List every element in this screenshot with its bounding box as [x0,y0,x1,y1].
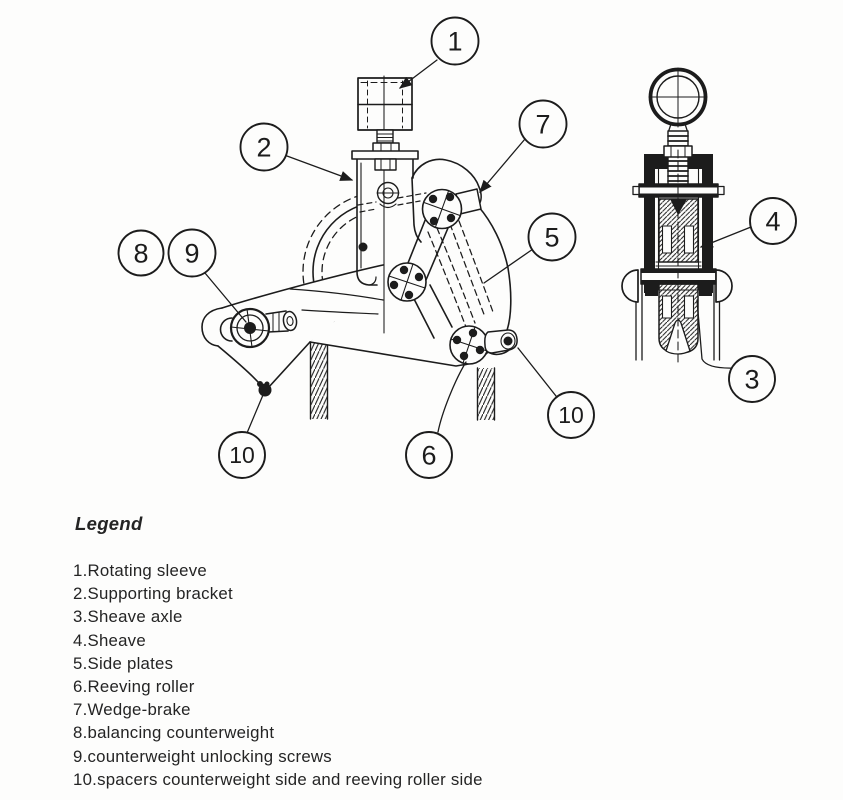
spacer-reeving-side [484,329,518,354]
pivot-bolt [376,181,400,209]
legend-title: Legend [75,513,143,534]
side-view [621,67,733,365]
legend-item: 9.counterweight unlocking screws [73,746,332,766]
rope-path-dashed [427,220,494,328]
bracket-bolt-dot [358,242,368,252]
legend-item: 5.Side plates [73,653,174,673]
spacer-counterweight-side [257,381,272,397]
suspension-ring [648,67,708,134]
center-roller-bolts [389,265,424,300]
callout-number: 1 [447,27,462,57]
callout-leader-3 [696,299,736,369]
center-roller [387,262,427,302]
rope-reeving-side [476,367,496,421]
callout-leader-4 [699,226,752,248]
reeving-roller [449,325,489,365]
legend-item: 8.balancing counterweight [73,723,275,743]
reeving-roller-bolts [452,328,485,361]
wedge-brake-assembly [421,188,482,230]
bracket-top-plate [351,150,419,160]
legend-item: 2.Supporting bracket [73,584,233,604]
counterweight-screw [219,307,298,349]
callout-number: 5 [544,223,559,253]
callout-number: 9 [184,239,199,269]
callout-leader-5 [483,248,534,284]
legend-items: 1.Rotating sleeve 2.Supporting bracket 3… [73,559,673,791]
callout-number: 8 [133,239,148,269]
callout-number: 4 [765,207,780,237]
callout-2: 2 [239,122,289,172]
supporting-bracket [356,158,414,286]
callout-10-left: 10 [218,431,266,479]
callout-leader-10-left [246,394,264,434]
front-view [201,75,518,421]
legend-item: 3.Sheave axle [73,607,183,627]
legend-item: 10.spacers counterweight side and reevin… [73,769,483,789]
callout-leader-1 [398,59,438,89]
wedge-brake-bolts [428,192,456,226]
callout-1: 1 [430,16,480,66]
legend-item: 7.Wedge-brake [73,700,191,720]
callout-number: 7 [535,110,550,140]
roller-links [405,217,453,339]
callout-number: 3 [744,365,759,395]
callout-number: 6 [421,441,436,471]
callout-3: 3 [728,355,776,403]
rope-counterweight-side [309,337,329,420]
callout-leader-2 [286,155,354,181]
callout-6: 6 [405,431,453,479]
callout-8: 8 [117,229,165,277]
side-rollers [621,269,733,303]
callout-leader-7 [479,138,526,193]
callout-9: 9 [167,228,217,278]
callout-leader-6 [437,361,467,433]
callout-5: 5 [527,212,577,262]
callout-leader-9 [204,272,247,323]
callout-10-right: 10 [547,391,595,439]
side-plate-edges [635,283,721,361]
callouts: 1 2 7 5 8 9 10 [117,16,797,479]
callout-leader-10-right [517,347,557,397]
callout-number: 2 [256,133,271,163]
legend-item: 1.Rotating sleeve [73,561,207,580]
rotating-sleeve [351,77,419,171]
legend-item: 6.Reeving roller [73,677,195,697]
legend: Legend 1.Rotating sleeve 2.Supporting br… [73,513,673,791]
callout-number: 10 [558,402,584,428]
axle-flanges [645,284,712,296]
hidden-rope-lines [357,192,427,213]
callout-number: 10 [229,442,255,468]
callout-4: 4 [749,197,797,245]
lower-collar [374,158,397,171]
callout-7: 7 [518,99,568,149]
threaded-stud [376,129,394,144]
legend-item: 4.Sheave [73,630,146,650]
